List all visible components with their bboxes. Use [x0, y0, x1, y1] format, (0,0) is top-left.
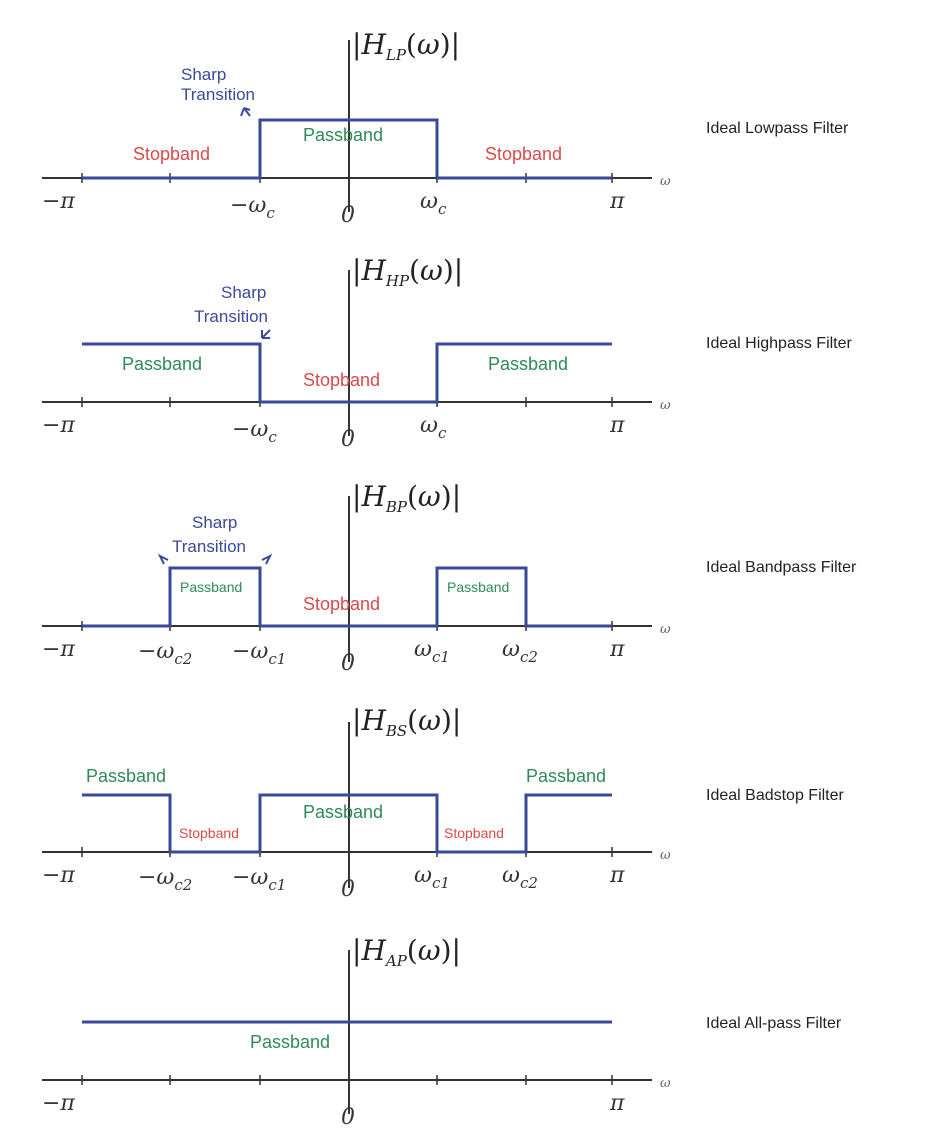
transition-arrow-right [261, 553, 273, 565]
transition-arrow-left [157, 553, 169, 565]
tick-label-omega-c2: ωc2 [502, 863, 538, 892]
sharp-transition-line1: Sharp [221, 283, 266, 302]
tick-label-neg-omega-c2: −ωc2 [138, 865, 192, 894]
tick-label-pi: π [609, 413, 625, 438]
omega-axis-label: ω [660, 174, 671, 189]
h-lp-label: |HLP(ω)| [352, 28, 460, 64]
omega-axis-label: ω [660, 1076, 671, 1091]
magnitude-response-line [82, 342, 612, 404]
stopband-label-right: Stopband [444, 825, 504, 841]
tick-label-omega-c1: ωc1 [414, 637, 450, 666]
passband-label-left: Passband [122, 354, 202, 374]
tick-label-pi: π [609, 1091, 625, 1116]
filter-title-highpass: Ideal Highpass Filter [706, 335, 853, 352]
tick-label-zero: 0 [341, 203, 355, 228]
filter-title-allpass: Ideal All-pass Filter [706, 1015, 842, 1032]
omega-axis-label: ω [660, 398, 671, 413]
tick-label-neg-pi: −π [42, 863, 75, 888]
tick-label-neg-omega-c2: −ωc2 [138, 639, 192, 668]
sharp-transition-line1: Sharp [181, 65, 226, 84]
tick-label-neg-pi: −π [42, 413, 75, 438]
tick-marks [81, 1075, 613, 1085]
sharp-transition-line2: Transition [194, 307, 268, 326]
h-bs-label: |HBS(ω)| [352, 704, 461, 740]
tick-label-pi: π [609, 189, 625, 214]
h-hp-label: |HHP(ω)| [352, 254, 463, 290]
filter-title-bandstop: Ideal Badstop Filter [706, 787, 845, 804]
filter-title-lowpass: Ideal Lowpass Filter [706, 120, 849, 137]
panel-lowpass: ω |HLP(ω)| −π −ωc 0 ωc π Stopband Passba… [42, 28, 849, 228]
tick-label-neg-pi: −π [42, 1091, 75, 1116]
tick-label-neg-pi: −π [42, 637, 75, 662]
panel-bandstop: ω |HBS(ω)| −π −ωc2 −ωc1 0 ωc1 ωc2 π Pass… [42, 704, 845, 902]
tick-label-zero: 0 [341, 427, 355, 452]
tick-label-omega-c: ωc [420, 413, 447, 442]
tick-label-neg-omega-c1: −ωc1 [232, 639, 286, 668]
passband-label-left: Passband [86, 766, 166, 786]
tick-label-omega-c1: ωc1 [414, 863, 450, 892]
tick-label-omega-c: ωc [420, 189, 447, 218]
magnitude-response-line [82, 118, 612, 180]
omega-axis-label: ω [660, 848, 671, 863]
panel-allpass: ω |HAP(ω)| −π 0 π Passband Ideal All-pas… [42, 934, 842, 1130]
tick-label-zero: 0 [341, 651, 355, 676]
tick-label-neg-omega-c: −ωc [230, 193, 275, 222]
passband-label: Passband [303, 125, 383, 145]
panel-highpass: ω |HHP(ω)| −π −ωc 0 ωc π Passband Stopba… [42, 254, 853, 452]
sharp-transition-line2: Transition [172, 537, 246, 556]
transition-arrow [261, 329, 271, 339]
stopband-label-right: Stopband [485, 144, 562, 164]
stopband-label-left: Stopband [179, 825, 239, 841]
tick-marks [81, 397, 613, 407]
passband-label-right: Passband [488, 354, 568, 374]
magnitude-response-line [82, 566, 612, 628]
filter-title-bandpass: Ideal Bandpass Filter [706, 559, 857, 576]
stopband-label-left: Stopband [133, 144, 210, 164]
tick-label-neg-omega-c1: −ωc1 [232, 865, 286, 894]
tick-label-pi: π [609, 637, 625, 662]
tick-label-neg-pi: −π [42, 189, 75, 214]
h-ap-label: |HAP(ω)| [352, 934, 461, 970]
stopband-label: Stopband [303, 370, 380, 390]
tick-label-pi: π [609, 863, 625, 888]
sharp-transition-line1: Sharp [192, 513, 237, 532]
magnitude-response-line [82, 793, 612, 854]
passband-label-center: Passband [303, 802, 383, 822]
panel-bandpass: ω |HBP(ω)| −π −ωc2 −ωc1 0 ωc1 ωc2 π Pass… [42, 480, 857, 676]
sharp-transition-line2: Transition [181, 85, 255, 104]
tick-label-neg-omega-c: −ωc [232, 417, 277, 446]
passband-label-right: Passband [447, 579, 509, 595]
stopband-label: Stopband [303, 594, 380, 614]
passband-label: Passband [250, 1032, 330, 1052]
tick-label-zero: 0 [341, 1105, 355, 1130]
tick-label-omega-c2: ωc2 [502, 637, 538, 666]
passband-label-left: Passband [180, 579, 242, 595]
omega-axis-label: ω [660, 622, 671, 637]
tick-label-zero: 0 [341, 877, 355, 902]
h-bp-label: |HBP(ω)| [352, 480, 461, 516]
passband-label-right: Passband [526, 766, 606, 786]
